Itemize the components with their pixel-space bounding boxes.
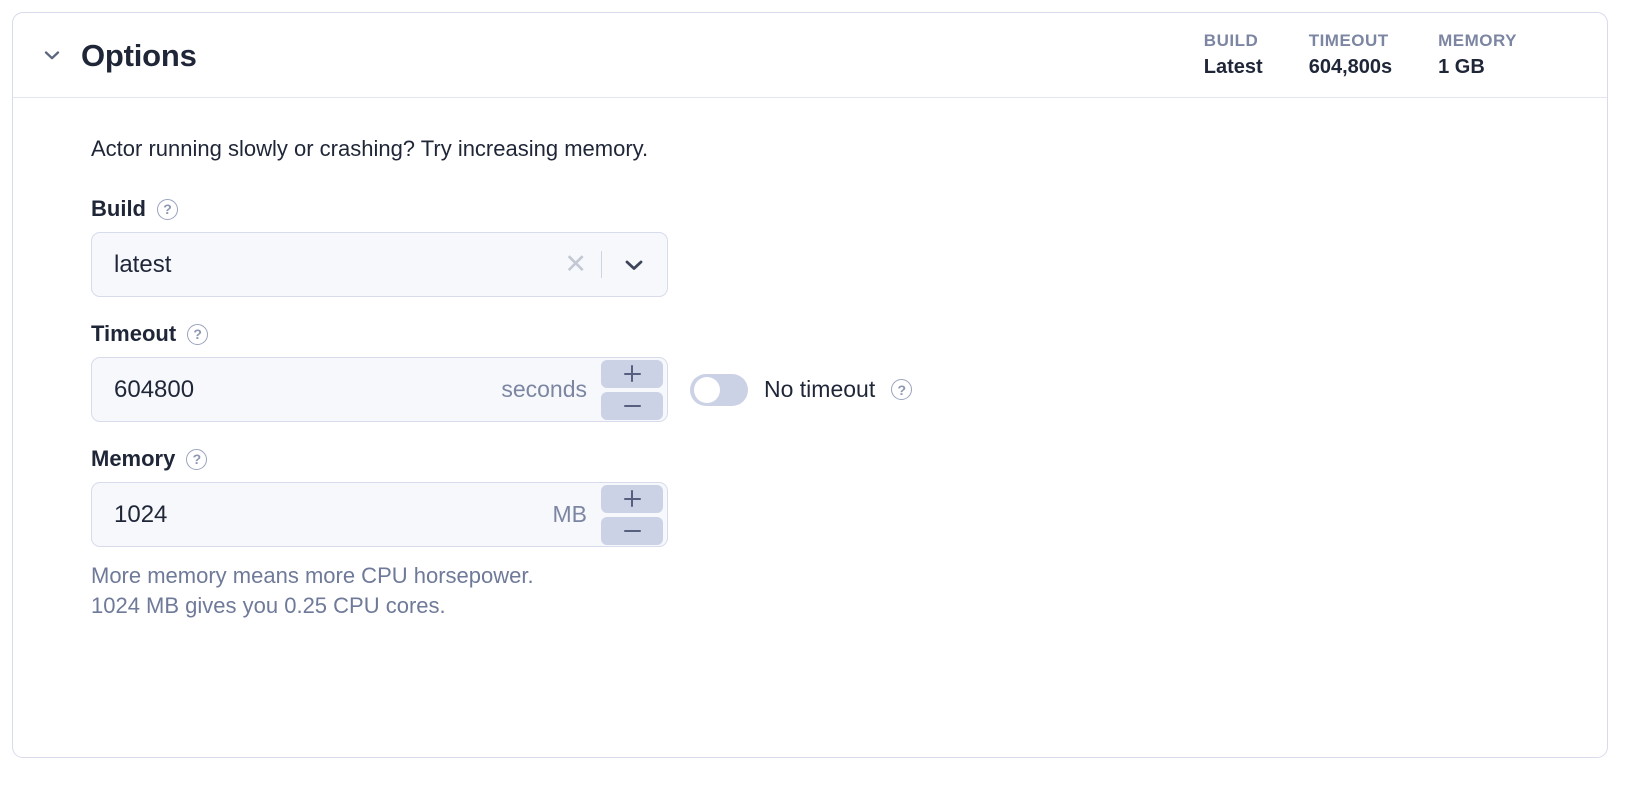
minus-icon <box>623 529 641 533</box>
memory-label: Memory <box>91 446 176 472</box>
options-card: Options BUILD Latest TIMEOUT 604,800s ME… <box>12 12 1608 758</box>
memory-field-block: Memory ? 1024 MB More me <box>91 448 1607 620</box>
memory-hint-line-2: 1024 MB gives you 0.25 CPU cores. <box>91 593 446 619</box>
memory-increment-button[interactable] <box>601 484 663 513</box>
question-mark-icon[interactable]: ? <box>187 323 209 345</box>
no-timeout-group: No timeout ? <box>690 373 913 406</box>
question-mark-icon[interactable]: ? <box>186 448 208 470</box>
select-divider <box>601 251 602 279</box>
timeout-row: 604800 seconds <box>91 357 1607 423</box>
chevron-down-icon[interactable] <box>39 42 65 68</box>
question-mark-icon[interactable]: ? <box>891 379 913 401</box>
intro-text: Actor running slowly or crashing? Try in… <box>91 136 649 161</box>
build-field-block: Build ? latest ✕ <box>91 198 1607 298</box>
plus-icon <box>623 490 641 508</box>
build-label: Build <box>91 196 146 222</box>
plus-icon <box>623 365 641 383</box>
memory-hint: More memory means more CPU horsepower. 1… <box>91 561 1607 620</box>
minus-icon <box>623 404 641 408</box>
options-card-body: Actor running slowly or crashing? Try in… <box>13 98 1607 621</box>
memory-unit-label: MB <box>552 501 588 528</box>
stat-timeout-value: 604,800s <box>1308 56 1393 78</box>
no-timeout-toggle[interactable] <box>690 373 748 406</box>
timeout-stepper <box>601 359 667 420</box>
options-card-header: Options BUILD Latest TIMEOUT 604,800s ME… <box>13 13 1607 98</box>
timeout-increment-button[interactable] <box>601 359 663 388</box>
stat-build-label: BUILD <box>1203 31 1259 50</box>
header-stats: BUILD Latest TIMEOUT 604,800s MEMORY 1 G… <box>1204 31 1577 79</box>
timeout-label-row: Timeout ? <box>91 323 1607 345</box>
stat-timeout-label: TIMEOUT <box>1308 31 1389 50</box>
question-mark-icon[interactable]: ? <box>157 198 178 220</box>
memory-input[interactable]: 1024 <box>114 500 168 528</box>
timeout-input-wrapper[interactable]: 604800 seconds <box>91 357 668 423</box>
toggle-knob <box>694 376 720 403</box>
memory-input-wrapper[interactable]: 1024 MB <box>91 482 668 548</box>
stat-memory: MEMORY 1 GB <box>1438 31 1517 79</box>
memory-stepper <box>601 484 667 545</box>
stat-memory-label: MEMORY <box>1438 31 1517 50</box>
memory-label-row: Memory ? <box>91 448 1607 470</box>
build-select-value: latest <box>114 250 172 278</box>
stat-build-value: Latest <box>1203 56 1263 78</box>
timeout-input[interactable]: 604800 <box>114 375 195 403</box>
memory-hint-line-1: More memory means more CPU horsepower. <box>91 563 534 589</box>
memory-decrement-button[interactable] <box>601 516 663 545</box>
build-select[interactable]: latest ✕ <box>91 232 668 298</box>
timeout-decrement-button[interactable] <box>601 391 663 420</box>
no-timeout-label: No timeout <box>764 376 876 403</box>
timeout-label: Timeout <box>91 321 177 347</box>
stat-timeout: TIMEOUT 604,800s <box>1309 31 1392 79</box>
build-label-row: Build ? <box>91 198 1607 220</box>
stat-memory-value: 1 GB <box>1438 56 1485 78</box>
page-title: Options <box>81 37 197 73</box>
stat-build: BUILD Latest <box>1204 31 1263 79</box>
timeout-field-block: Timeout ? 604800 seconds <box>91 323 1607 423</box>
timeout-unit-label: seconds <box>501 376 587 403</box>
header-left-group: Options <box>39 40 197 71</box>
clear-x-icon[interactable]: ✕ <box>564 249 587 280</box>
chevron-down-icon[interactable] <box>602 257 667 273</box>
